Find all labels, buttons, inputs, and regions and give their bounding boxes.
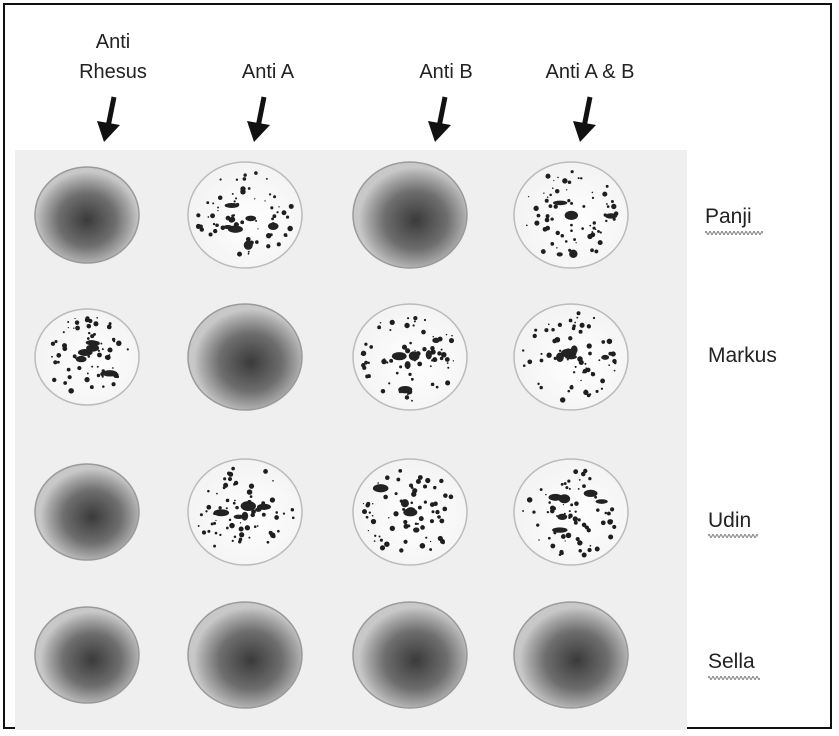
sample-sella-1: [187, 601, 303, 709]
sample-sella-3: [513, 601, 629, 709]
sample-droplet: [34, 308, 140, 406]
down-arrow-icon: [97, 96, 120, 142]
sample-droplet: [513, 458, 629, 566]
sample-sella-2: [352, 601, 468, 709]
sample-markus-0: [34, 308, 140, 406]
sample-droplet: [34, 463, 140, 561]
sample-droplet: [352, 161, 468, 269]
column-label-anti-rhesus-line2: Rhesus: [79, 61, 147, 83]
squiggle-underline-icon: [708, 534, 758, 538]
sample-udin-3: [513, 458, 629, 566]
sample-droplet: [34, 606, 140, 704]
sample-droplet: [187, 601, 303, 709]
sample-markus-2: [352, 303, 468, 411]
sample-sella-0: [34, 606, 140, 704]
sample-udin-0: [34, 463, 140, 561]
sample-udin-1: [187, 458, 303, 566]
sample-droplet: [34, 166, 140, 264]
column-label-anti-a-b: Anti A & B: [545, 61, 635, 83]
sample-markus-1: [187, 303, 303, 411]
column-label-anti-b: Anti B: [419, 61, 473, 83]
column-label-anti-rhesus: Anti Rhesus: [79, 27, 147, 87]
down-arrow-icon: [428, 96, 451, 142]
column-label-anti-rhesus-line1: Anti: [95, 31, 131, 53]
sample-droplet: [352, 601, 468, 709]
sample-markus-3: [513, 303, 629, 411]
sample-panji-1: [187, 161, 303, 269]
row-label-udin: Udin: [708, 509, 752, 532]
sample-panji-3: [513, 161, 629, 269]
squiggle-underline-icon: [708, 676, 760, 680]
down-arrow-icon: [573, 96, 596, 142]
squiggle-underline-icon: [705, 231, 763, 235]
column-label-anti-a: Anti A: [241, 61, 295, 83]
sample-droplet: [187, 161, 303, 269]
sample-droplet: [187, 303, 303, 411]
row-label-markus: Markus: [708, 344, 777, 367]
down-arrow-icon: [247, 96, 270, 142]
sample-panji-2: [352, 161, 468, 269]
row-label-sella: Sella: [708, 650, 755, 673]
sample-udin-2: [352, 458, 468, 566]
sample-panji-0: [34, 166, 140, 264]
sample-droplet: [513, 601, 629, 709]
row-label-panji: Panji: [705, 205, 752, 228]
